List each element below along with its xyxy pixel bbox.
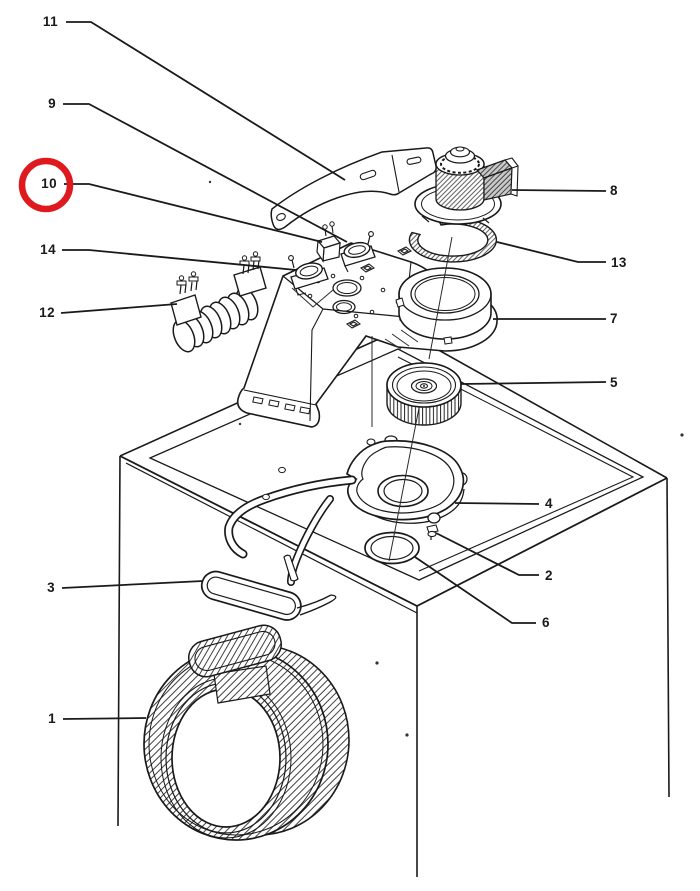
- leader-line-11: [66, 21, 346, 181]
- callout-label-5: 5: [610, 375, 618, 390]
- callout-label-1: 1: [48, 711, 56, 726]
- callout-4: 4: [454, 496, 553, 511]
- callout-12: 12: [39, 303, 178, 320]
- part-4-blower-housing-gasket: [224, 435, 468, 586]
- callout-label-8: 8: [610, 183, 618, 198]
- callout-label-9: 9: [48, 96, 56, 111]
- part-11-support-bracket: [270, 147, 437, 231]
- leader-line-6: [414, 556, 536, 624]
- callout-8: 8: [511, 183, 618, 198]
- callout-3: 3: [47, 580, 204, 595]
- part-1-door-seal-ring: [143, 624, 350, 841]
- callout-14: 14: [40, 242, 297, 271]
- part-3-wire-clamp: [200, 554, 337, 621]
- callout-11: 11: [43, 14, 346, 181]
- highlight-circle-annotation: [18, 157, 74, 213]
- callout-label-4: 4: [545, 496, 553, 511]
- element-terminal-left: [170, 294, 202, 326]
- part-14-thermostat: [288, 255, 329, 296]
- callout-label-12: 12: [39, 305, 55, 320]
- callout-label-11: 11: [43, 14, 58, 29]
- callout-label-6: 6: [542, 615, 550, 630]
- callout-7: 7: [493, 311, 618, 326]
- callout-6: 6: [414, 556, 550, 630]
- leader-line-1: [62, 717, 147, 720]
- part-10-thermal-fuse: [316, 221, 342, 263]
- leader-line-13: [496, 241, 606, 263]
- part-5-blower-wheel: [386, 362, 462, 426]
- leader-line-2: [435, 532, 539, 576]
- callout-label-13: 13: [611, 255, 627, 270]
- flange-slots: [252, 396, 311, 415]
- alignment-lines: [291, 236, 453, 562]
- seal-tab: [188, 624, 282, 678]
- callout-label-14: 14: [40, 242, 56, 257]
- callout-2: 2: [435, 532, 553, 583]
- seal-tab-wall: [213, 665, 271, 704]
- leader-line-3: [61, 580, 204, 589]
- gasket-screw-boss: [427, 512, 441, 524]
- print-specks: [208, 180, 684, 737]
- leader-line-14: [62, 249, 297, 271]
- clamp-pin: [283, 554, 299, 582]
- callout-5: 5: [460, 375, 618, 390]
- callout-9: 9: [48, 96, 348, 243]
- ring-clip: [395, 297, 405, 308]
- callout-1: 1: [48, 711, 147, 726]
- duct-plate-openings: [332, 279, 362, 315]
- element-terminal-right: [233, 266, 267, 297]
- leader-line-12: [60, 303, 178, 314]
- callout-label-3: 3: [47, 580, 55, 595]
- callout-label-7: 7: [610, 311, 618, 326]
- part-7-housing-ring: [395, 267, 492, 345]
- leader-line-9: [63, 103, 348, 243]
- part-13-split-ring-gasket: [408, 217, 498, 263]
- gasket-strap: [287, 495, 334, 586]
- part-12-heating-element: [170, 251, 267, 353]
- leader-line-5: [460, 381, 607, 385]
- leader-line-4: [454, 502, 540, 505]
- part-8-motor-assembly: [414, 146, 519, 225]
- callout-label-2: 2: [545, 568, 553, 583]
- callout-13: 13: [496, 241, 627, 270]
- ring-clip: [443, 336, 453, 345]
- part-9-thermostat: [340, 231, 376, 273]
- leader-line-8: [511, 189, 607, 192]
- duct-clips: [345, 246, 415, 329]
- callout-label-10: 10: [41, 176, 57, 191]
